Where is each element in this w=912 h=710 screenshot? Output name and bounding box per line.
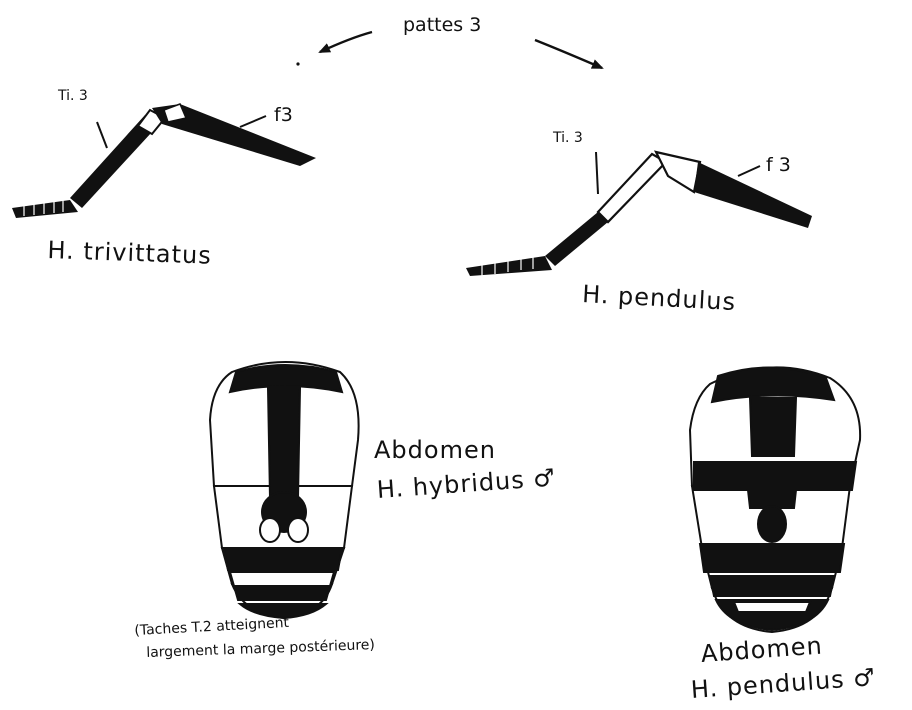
femur: [694, 162, 812, 228]
arrow-to-pendulus: [535, 40, 602, 68]
tarsus: [12, 200, 78, 218]
abdomen-hybridus: [210, 362, 359, 618]
abdomen-title-hybridus: Abdomen: [374, 436, 496, 464]
femur-label-pendulus: f 3: [766, 154, 791, 176]
tibia-label-trivittatus: Ti. 3: [58, 88, 88, 104]
species-label-trivittatus: H. trivittatus: [47, 236, 212, 270]
abdomen-pendulus: [690, 367, 860, 632]
femur-label-trivittatus: f3: [274, 104, 293, 126]
pattes-label: pattes 3: [403, 14, 481, 36]
tibia: [545, 212, 608, 266]
leg-trivittatus: [12, 104, 316, 218]
leg-pendulus: [466, 152, 812, 276]
tibia-label-pendulus: Ti. 3: [553, 130, 583, 146]
tarsus: [466, 256, 552, 276]
arrow-to-trivittatus: [320, 32, 372, 52]
